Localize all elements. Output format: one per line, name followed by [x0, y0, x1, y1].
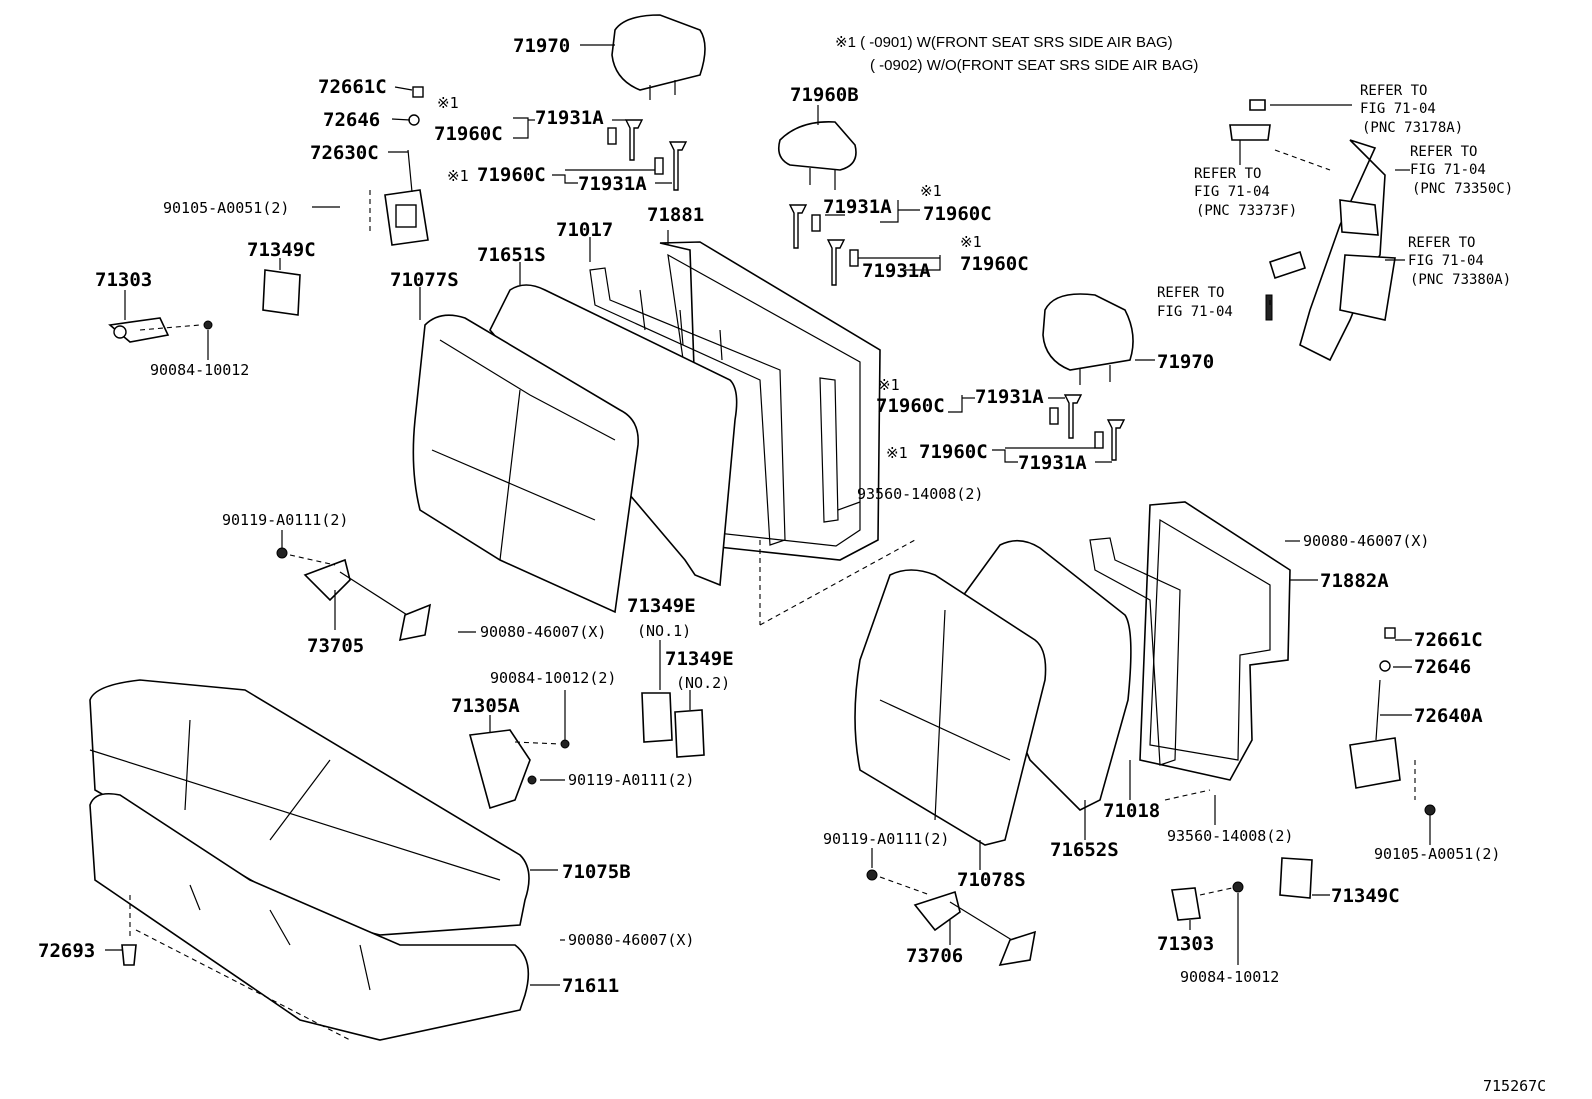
plates-71349e — [641, 692, 705, 758]
label-90084-right: 90084-10012 — [1180, 968, 1279, 986]
label-71303-left: 71303 — [95, 269, 152, 291]
note-line-1: ※1 ( -0901) W(FRONT SEAT SRS SIDE AIR BA… — [835, 34, 1173, 51]
seat-lock-left — [369, 86, 429, 246]
refer-1-line-2: FIG 71-04 — [1360, 101, 1436, 117]
label-71652s: 71652S — [1050, 839, 1119, 861]
refer-1-line-3: (PNC 73178A) — [1362, 120, 1463, 136]
seatbelt-retractor — [1229, 99, 1396, 362]
headrest-right — [1042, 293, 1134, 385]
label-71349e-1: 71349E — [627, 595, 696, 617]
label-no1: (NO.1) — [637, 622, 691, 640]
label-72646-right: 72646 — [1414, 656, 1471, 678]
mark-note-5: ※1 — [878, 376, 900, 394]
label-71017: 71017 — [556, 219, 613, 241]
label-90080-left: 90080-46007(X) — [480, 623, 606, 641]
label-71931a-5: 71931A — [975, 386, 1044, 408]
label-71349c-right: 71349C — [1331, 885, 1400, 907]
note-line-2: ( -0902) W/O(FRONT SEAT SRS SIDE AIR BAG… — [870, 57, 1198, 74]
label-71931a-6: 71931A — [1018, 452, 1087, 474]
label-72630c: 72630C — [310, 142, 379, 164]
label-71960c-4: 71960C — [960, 253, 1029, 275]
label-71882a: 71882A — [1320, 570, 1389, 592]
label-71970-right: 71970 — [1157, 351, 1214, 373]
mark-note-6: ※1 — [886, 444, 908, 462]
label-73706: 73706 — [906, 945, 963, 967]
refer-5-line-1: REFER TO — [1408, 235, 1475, 251]
label-71075b: 71075B — [562, 861, 631, 883]
mark-note-4: ※1 — [960, 233, 982, 251]
refer-4-line-2: FIG 71-04 — [1157, 304, 1233, 320]
bracket-71303-left — [108, 317, 213, 343]
headrest-top-left — [611, 14, 706, 100]
label-71881: 71881 — [647, 204, 704, 226]
mark-note-2: ※1 — [447, 167, 469, 185]
label-71970-left: 71970 — [513, 35, 570, 57]
seatback-cover-left — [412, 241, 881, 614]
label-90105-right: 90105-A0051(2) — [1374, 845, 1500, 863]
hinge-73705 — [276, 547, 432, 642]
label-90084-left: 90084-10012 — [150, 361, 249, 379]
label-71960c-6: 71960C — [919, 441, 988, 463]
label-71960c-1: 71960C — [434, 123, 503, 145]
label-71931a-2: 71931A — [578, 173, 647, 195]
refer-1-line-1: REFER TO — [1360, 83, 1427, 99]
label-90105-left: 90105-A0051(2) — [163, 199, 289, 217]
label-71651s: 71651S — [477, 244, 546, 266]
bracket-71349c-left — [262, 269, 301, 316]
label-71931a-1: 71931A — [535, 107, 604, 129]
leader-lines — [105, 44, 1431, 1041]
label-no2: (NO.2) — [676, 674, 730, 692]
mark-note-3: ※1 — [920, 182, 942, 200]
label-72640a: 72640A — [1414, 705, 1483, 727]
headrest-guides — [607, 119, 1126, 461]
label-71960c-2: 71960C — [477, 164, 546, 186]
label-90119-right: 90119-A0111(2) — [823, 830, 949, 848]
label-71931a-3: 71931A — [823, 196, 892, 218]
label-71018: 71018 — [1103, 800, 1160, 822]
label-72646-left: 72646 — [323, 109, 380, 131]
figure-id: 715267C — [1483, 1077, 1546, 1095]
hinge-73706 — [866, 869, 1037, 967]
refer-3-line-3: (PNC 73373F) — [1196, 203, 1297, 219]
label-90080-right: 90080-46007(X) — [1303, 532, 1429, 550]
label-71960c-5: 71960C — [876, 395, 945, 417]
label-71305a: 71305A — [451, 695, 520, 717]
label-72661c-right: 72661C — [1414, 629, 1483, 651]
refer-3-line-2: FIG 71-04 — [1194, 184, 1270, 200]
label-71960b: 71960B — [790, 84, 859, 106]
label-90080-bottom: 90080-46007(X) — [568, 931, 694, 949]
label-72693: 72693 — [38, 940, 95, 962]
label-71303-right: 71303 — [1157, 933, 1214, 955]
label-71960c-3: 71960C — [923, 203, 992, 225]
seat-lock-right — [1349, 627, 1436, 816]
mark-note-1: ※1 — [437, 94, 459, 112]
seat-cushion — [89, 679, 530, 1041]
label-93560-left: 93560-14008(2) — [857, 485, 983, 503]
label-90119-middle: 90119-A0111(2) — [568, 771, 694, 789]
label-71349c-left: 71349C — [247, 239, 316, 261]
label-71931a-4: 71931A — [862, 260, 931, 282]
bracket-71303-right — [1171, 881, 1244, 921]
refer-5-line-2: FIG 71-04 — [1408, 253, 1484, 269]
refer-2-line-2: FIG 71-04 — [1410, 162, 1486, 178]
clip-72693 — [121, 944, 137, 966]
refer-4-line-1: REFER TO — [1157, 285, 1224, 301]
bracket-71349c-right — [1279, 857, 1313, 899]
refer-2-line-3: (PNC 73350C) — [1412, 181, 1513, 197]
refer-3-line-1: REFER TO — [1194, 166, 1261, 182]
label-73705: 73705 — [307, 635, 364, 657]
headrest-middle — [777, 121, 857, 190]
label-71349e-2: 71349E — [665, 648, 734, 670]
label-90119-left: 90119-A0111(2) — [222, 511, 348, 529]
label-71077s: 71077S — [390, 269, 459, 291]
refer-5-line-3: (PNC 73380A) — [1410, 272, 1511, 288]
label-72661c-left: 72661C — [318, 76, 387, 98]
label-71078s: 71078S — [957, 869, 1026, 891]
refer-2-line-1: REFER TO — [1410, 144, 1477, 160]
label-90084-middle: 90084-10012(2) — [490, 669, 616, 687]
label-71611: 71611 — [562, 975, 619, 997]
label-93560-right: 93560-14008(2) — [1167, 827, 1293, 845]
seatback-cover-right — [854, 501, 1291, 846]
